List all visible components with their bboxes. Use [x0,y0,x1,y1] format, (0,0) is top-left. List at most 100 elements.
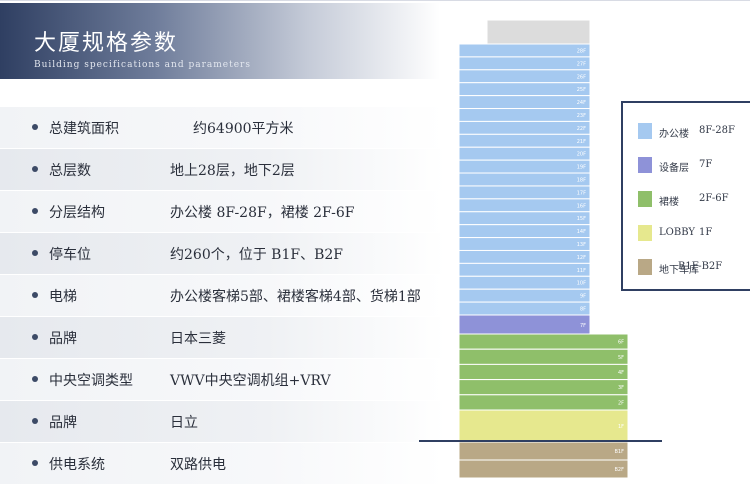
floor-label: 5F [618,355,624,361]
spec-value: 地上28层，地下2层 [170,163,295,179]
spec-list: 总建筑面积 约64900平方米 总层数 地上28层，地下2层 分层结构 办公楼 … [0,107,445,485]
basement-floor [458,441,629,461]
spec-label: 总层数 [49,163,91,179]
floor-label: 1F [618,424,624,430]
bullet-icon [32,418,38,424]
spec-label: 供电系统 [49,457,105,473]
floor-label: 20F [577,152,586,158]
office-floor [458,43,591,58]
spec-label: 品牌 [49,415,77,431]
floor-legend: 办公楼 8F-28F 设备层 7F 裙楼 2F-6F LOBBY 1F 地下车库… [621,101,750,291]
spec-value: 办公楼 8F-28F，裙楼 2F-6F [170,205,355,221]
floor-label: 9F [580,294,586,300]
floor-label: 25F [577,87,586,93]
floor-label: 23F [577,113,586,119]
office-floor [458,82,591,97]
legend-floors: 2F-6F [699,193,729,204]
spec-row: 品牌 日本三菱 [0,317,445,359]
office-floor [458,69,591,84]
floor-label: 28F [577,48,586,54]
floor-label: 6F [618,340,624,346]
office-floor [458,95,591,110]
legend-swatch [638,225,652,241]
floor-label: 15F [577,216,586,222]
floor-label: 13F [577,242,586,248]
office-floor [458,56,591,71]
office-floor [458,108,591,122]
spec-value: 办公楼客梯5部、裙楼客梯4部、货梯1部 [170,289,421,305]
legend-name: LOBBY [659,227,695,238]
bullet-icon [32,208,38,214]
legend-swatch [638,157,652,173]
legend-swatch [638,191,652,207]
bullet-icon [32,166,38,172]
spec-label: 总建筑面积 [49,121,119,137]
floor-label: 12F [577,255,586,261]
spec-label: 品牌 [49,331,77,347]
floor-label: 17F [577,190,586,196]
office-floor [458,275,591,290]
office-floor [458,249,591,264]
spec-label: 电梯 [49,289,77,305]
floor-label: 26F [577,74,586,80]
legend-floors: 1F [699,227,713,238]
equipment-floor [458,314,591,335]
floor-label: 19F [577,165,586,171]
floor-label: 27F [577,61,586,67]
spec-value: 约64900平方米 [193,121,294,137]
legend-swatch [638,123,652,139]
bullet-icon [32,460,38,466]
podium-floor [458,379,629,396]
podium-floor [458,394,629,411]
legend-name: 地下车库 [659,265,699,276]
floor-label: B2F [615,467,625,473]
page-title: 大厦规格参数 [34,31,179,56]
floor-label: 24F [577,100,586,106]
spec-row: 电梯 办公楼客梯5部、裙楼客梯4部、货梯1部 [0,275,445,317]
office-floor [458,198,591,213]
spec-row: 总层数 地上28层，地下2层 [0,149,445,191]
header-banner: 大厦规格参数 Building specifications and param… [0,3,440,79]
spec-row: 中央空调类型 VWV中央空调机组+VRV [0,359,445,401]
office-floor [458,146,591,161]
floor-label: 22F [577,126,586,132]
legend-name: 裙楼 [659,197,679,208]
spec-row: 品牌 日立 [0,401,445,443]
office-floor [458,301,591,316]
spec-label: 分层结构 [49,205,105,221]
bullet-icon [32,376,38,382]
spec-row: 总建筑面积 约64900平方米 [0,107,445,149]
floor-label: B1F [615,449,625,455]
floor-label: 2F [618,400,624,406]
floor-label: 3F [618,385,624,391]
legend-name: 设备层 [659,163,689,174]
floor-label: 18F [577,178,586,184]
legend-floors: B1F-B2F [678,261,723,272]
legend-name: 办公楼 [659,129,689,140]
office-floor [458,185,591,200]
spec-value: 双路供电 [170,457,226,473]
basement-floor [458,459,629,479]
legend-floors: 7F [699,159,713,170]
floor-label: 14F [577,229,586,235]
spec-label: 中央空调类型 [49,373,133,389]
office-floor [458,133,591,148]
podium-floor [458,333,629,350]
office-floor [458,262,591,277]
legend-floors: 8F-28F [699,125,735,136]
floor-label: 21F [577,139,586,145]
spec-value: 日立 [170,415,198,431]
top-divider [0,0,750,1]
lobby-floor [458,409,629,443]
spec-value: 约260个，位于 B1F、B2F [170,247,343,263]
office-floor [458,159,591,174]
office-floor [458,172,591,187]
floor-label: 11F [577,268,586,274]
bullet-icon [32,124,38,130]
floor-label: 4F [618,370,624,376]
office-floor [458,211,591,226]
spec-label: 停车位 [49,247,91,263]
spec-row: 分层结构 办公楼 8F-28F，裙楼 2F-6F [0,191,445,233]
floor-label: 8F [580,307,586,313]
